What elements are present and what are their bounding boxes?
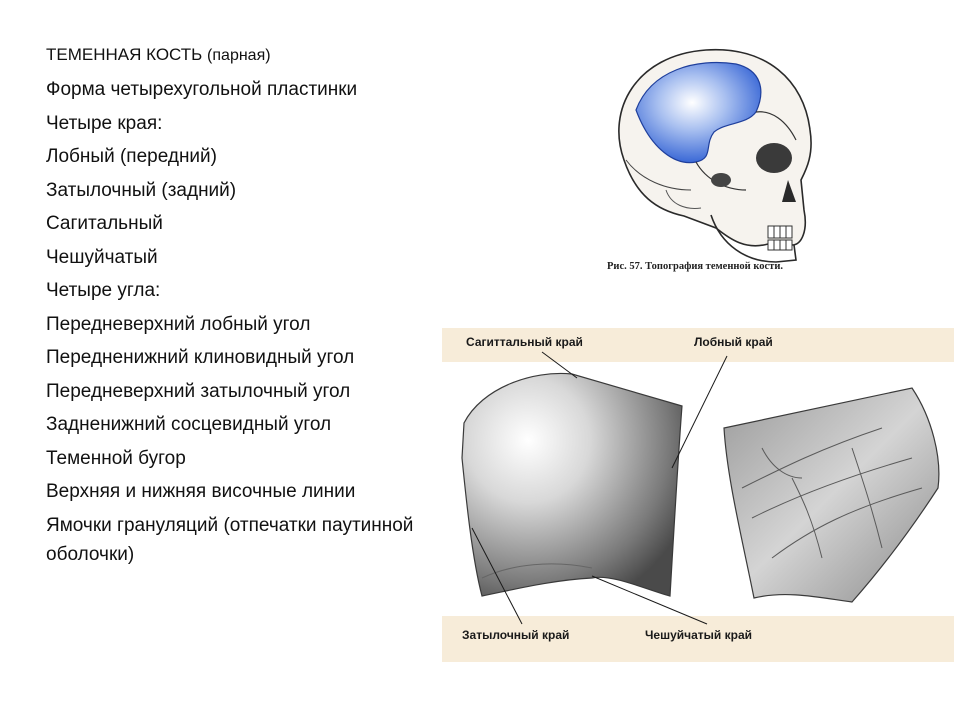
text-line: Передненижний клиновидный угол	[46, 347, 355, 368]
skull-illustration	[596, 40, 826, 280]
inner-surface	[723, 387, 940, 603]
outer-surface	[461, 372, 683, 597]
text-line: Верхняя и нижняя височные линии	[46, 481, 356, 502]
label-band-bottom	[442, 616, 954, 662]
leader-lines	[471, 351, 728, 625]
text-line: Затылочный (задний)	[46, 179, 237, 201]
label-occipital-margin: Затылочный край	[462, 628, 570, 642]
text-line: Форма четырехугольной пластинки	[46, 79, 358, 100]
label-squamous-margin: Чешуйчатый край	[645, 628, 753, 642]
bone-drawing	[461, 351, 940, 625]
heading-note: (парная)	[207, 47, 271, 64]
text-line: Передневерхний лобный угол	[46, 313, 311, 335]
text-line: Задненижний сосцевидный угол	[46, 414, 332, 435]
label-sagittal-margin: Сагиттальный край	[466, 335, 583, 349]
label-frontal-margin: Лобный край	[694, 335, 773, 349]
text-line: Ямочки грануляций (отпечатки паутинной о…	[46, 514, 414, 565]
skull-drawing	[618, 48, 812, 263]
teeth	[767, 225, 793, 251]
mandible	[710, 214, 797, 263]
text-line: Передневерхний затылочный угол	[46, 380, 351, 402]
nasal-cavity	[782, 180, 796, 202]
heading: ТЕМЕННАЯ КОСТЬ (парная)	[46, 38, 426, 73]
text-line: Четыре угла:	[46, 280, 161, 301]
heading-title: ТЕМЕННАЯ КОСТЬ	[46, 45, 203, 64]
text-line: Четыре края:	[46, 112, 163, 134]
parietal-bone-highlight	[635, 61, 762, 164]
text-line: Сагитальный	[46, 213, 163, 234]
label-band-top	[442, 328, 954, 362]
vascular-grooves	[741, 427, 923, 559]
parietal-bone-figure: Сагиттальный край Лобный край Затылочный…	[442, 328, 954, 662]
figure-caption: Рис. 57. Топография теменной кости.	[607, 261, 783, 272]
text-line: Чешуйчатый	[46, 246, 158, 268]
text-block: ТЕМЕННАЯ КОСТЬ (парная) Форма четырехуго…	[46, 38, 426, 569]
orbit	[756, 143, 792, 173]
text-line: Лобный (передний)	[46, 146, 217, 167]
text-line: Теменной бугор	[46, 447, 186, 469]
